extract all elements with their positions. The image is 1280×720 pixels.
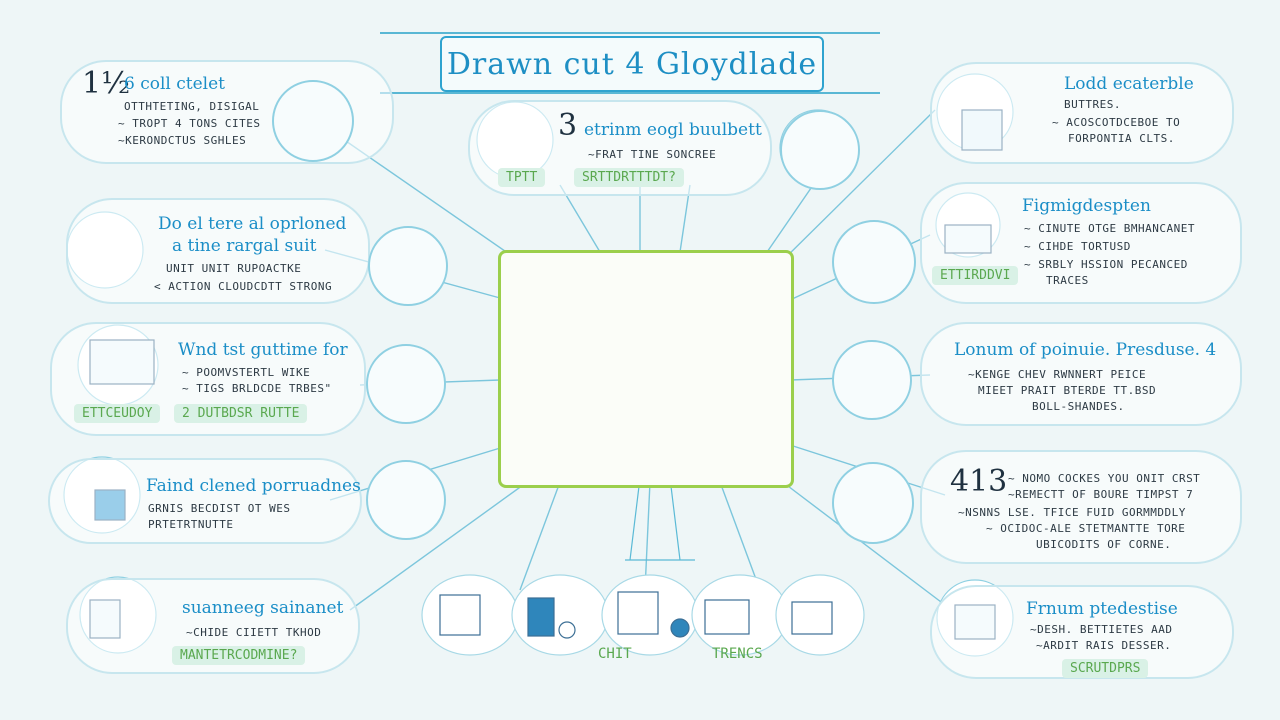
node-tag: ETTCEUDOY	[74, 404, 161, 423]
connector	[774, 109, 936, 269]
page-title: Drawn cut 4 Gloydlade	[446, 46, 818, 82]
node-tag: SRTTDRTTTDT?	[574, 168, 684, 187]
bottom-label: TRENCS	[712, 646, 763, 662]
node-line: GRNIS BECDIST OT WES	[148, 502, 291, 515]
icon-circle-bag	[832, 462, 914, 544]
node-line: ~ ACOSCOTDCEBOE TO	[1052, 116, 1181, 129]
icon-circle-clamp	[780, 110, 860, 190]
node-line: ~KERONDCTUS SGHLES	[118, 134, 247, 147]
node-heading: 6 coll ctelet	[124, 74, 225, 94]
node-tag: 2 DUTBDSR RUTTE	[174, 404, 308, 423]
connector	[519, 481, 561, 591]
node-line: UNIT UNIT RUPOACTKE	[166, 262, 302, 275]
bottom-label: CHIT	[598, 646, 632, 662]
node-heading: Frnum ptedestise	[1026, 599, 1178, 619]
node-tag: MANTETRCODMINE?	[172, 646, 306, 665]
node-line: BOLL-SHANDES.	[1032, 400, 1125, 413]
node-line: ~FRAT TINE SONCREE	[588, 148, 717, 161]
node-line: PRTETRTNUTTE	[148, 518, 234, 531]
node-line: TRACES	[1046, 274, 1089, 287]
connector	[719, 481, 761, 591]
node-line: ~DESH. BETTIETES AAD	[1030, 623, 1173, 636]
icon-circle-phone	[272, 80, 354, 162]
node-card-tc: 3 etrinm eogl buulbett ~FRAT TINE SONCRE…	[468, 100, 772, 196]
connector	[349, 479, 531, 611]
node-card-tl2: Do el tere al oprloned a tine rargal sui…	[66, 198, 370, 304]
node-number: 413	[950, 464, 1008, 499]
node-card-tl4: Faind clened porruadnes GRNIS BECDIST OT…	[48, 458, 362, 544]
icon-circle-robot	[368, 226, 448, 306]
node-heading: Wnd tst guttime for	[178, 340, 348, 360]
node-card-tl5: suanneeg sainanet ~CHIDE CIIETT TKHOD MA…	[66, 578, 360, 674]
node-line: ~ SRBLY HSSION PECANCED	[1024, 258, 1188, 271]
node-line: ~ CINUTE OTGE BMHANCANET	[1024, 222, 1195, 235]
central-screen-frame	[498, 250, 794, 488]
desk-legs	[625, 477, 695, 561]
node-card-tr1: Lodd ecaterble BUTTRES. ~ ACOSCOTDCEBOE …	[930, 62, 1234, 164]
node-line: ~ TROPT 4 TONS CITES	[118, 117, 261, 130]
connector	[644, 481, 651, 591]
node-line: ~ OCIDOC-ALE STETMANTTE TORE	[986, 522, 1186, 535]
icon-circle-logo	[832, 220, 916, 304]
node-card-tr2: Figmigdespten ~ CINUTE OTGE BMHANCANET ~…	[920, 182, 1242, 304]
node-line: ~KENGE CHEV RWNNERT PEICE	[968, 368, 1147, 381]
node-heading: Faind clened porruadnes	[146, 476, 361, 496]
node-card-tr4: 413 ~ NOMO COCKES YOU ONIT CRST ~REMECTT…	[920, 450, 1242, 564]
node-card-tl1: 1½ 6 coll ctelet OTTHTETING, DISIGAL ~ T…	[60, 60, 394, 164]
node-heading: Do el tere al oprloned	[158, 214, 347, 234]
connector	[679, 184, 691, 253]
node-line: ~ NOMO COCKES YOU ONIT CRST	[1008, 472, 1201, 485]
title-rule	[380, 32, 880, 94]
node-heading: Lonum of poinuie. Presduse. 4	[954, 340, 1217, 360]
connector	[559, 184, 601, 253]
node-tag: SCRUTDPRS	[1062, 659, 1149, 678]
node-tag: TPTT	[498, 168, 546, 187]
node-card-tl3: Wnd tst guttime for ~ POOMVSTERTL WIKE ~…	[50, 322, 366, 436]
node-line: ~ TIGS BRLDCDE TRBES"	[182, 382, 332, 395]
bottom-circle	[511, 574, 609, 656]
node-number: 3	[558, 108, 578, 143]
node-line: UBICODITS OF CORNE.	[1036, 538, 1172, 551]
node-line: < ACTION CLOUDCDTT STRONG	[154, 280, 333, 293]
node-card-tr3: Lonum of poinuie. Presduse. 4 ~KENGE CHE…	[920, 322, 1242, 426]
icon-circle-tool	[366, 344, 446, 424]
node-heading: Figmigdespten	[1022, 196, 1151, 216]
node-line: OTTHTETING, DISIGAL	[124, 100, 260, 113]
node-line: ~NSNNS LSE. TFICE FUID GORMMDDLY	[958, 506, 1186, 519]
icon-circle-doc	[832, 340, 912, 420]
node-tag: ETTIRDDVI	[932, 266, 1019, 285]
node-heading: suanneeg sainanet	[182, 598, 344, 618]
node-heading: etrinm eogl buulbett	[584, 120, 762, 140]
node-heading: Lodd ecaterble	[1064, 74, 1194, 94]
node-line: MIEET PRAIT BTERDE TT.BSD	[978, 384, 1157, 397]
node-line: FORPONTIA CLTS.	[1068, 132, 1175, 145]
node-number: 1½	[82, 66, 131, 101]
node-line: ~ CIHDE TORTUSD	[1024, 240, 1131, 253]
node-line: ~ POOMVSTERTL WIKE	[182, 366, 311, 379]
node-line: ~CHIDE CIIETT TKHOD	[186, 626, 322, 639]
node-line: ~ARDIT RAIS DESSER.	[1036, 639, 1172, 652]
node-heading: a tine rargal suit	[172, 236, 317, 256]
icon-circle-device	[366, 460, 446, 540]
title-box: Drawn cut 4 Gloydlade	[440, 36, 824, 92]
node-card-tr5: Frnum ptedestise ~DESH. BETTIETES AAD ~A…	[930, 585, 1234, 679]
node-line: ~REMECTT OF BOURE TIMPST 7	[1008, 488, 1194, 501]
node-line: BUTTRES.	[1064, 98, 1121, 111]
